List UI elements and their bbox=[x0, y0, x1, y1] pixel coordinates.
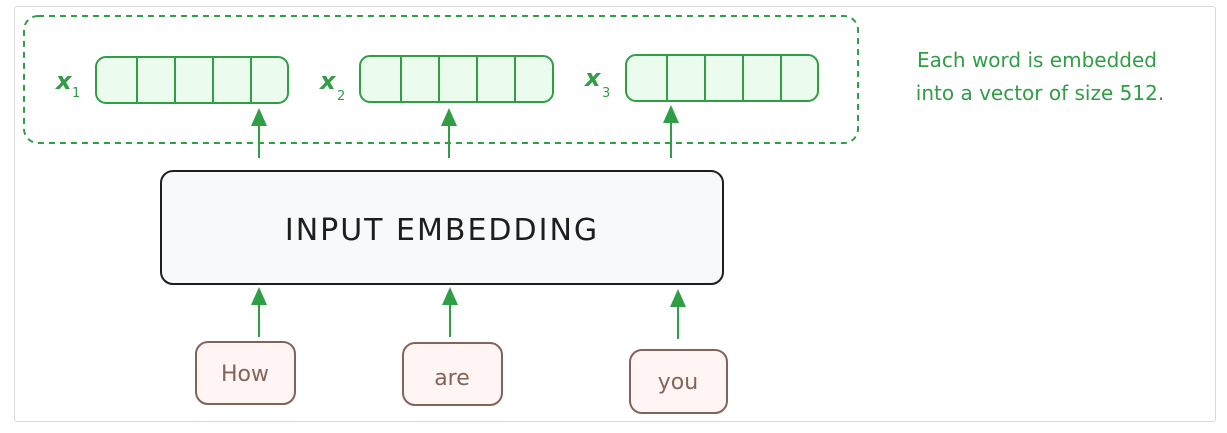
vector-subscript: 1 bbox=[72, 86, 80, 101]
word-box-how: How bbox=[195, 341, 296, 405]
word-box-are: are bbox=[402, 342, 503, 406]
word-box-you: you bbox=[629, 349, 728, 414]
annotation-line-1: Each word is embedded bbox=[917, 48, 1157, 72]
vector-x2: x 2 bbox=[319, 55, 554, 104]
vectors-group-outline bbox=[23, 15, 859, 144]
input-embedding-label: INPUT EMBEDDING bbox=[285, 213, 599, 248]
input-embedding-box: INPUT EMBEDDING bbox=[160, 170, 724, 285]
vector-label: x bbox=[319, 67, 337, 95]
vector-label: x bbox=[584, 64, 602, 92]
vector-cells bbox=[95, 56, 289, 104]
vector-subscript: 2 bbox=[337, 89, 345, 104]
annotation-line-2: into a vector of size 512. bbox=[916, 81, 1164, 105]
vector-x1: x 1 bbox=[55, 56, 289, 104]
word-label: you bbox=[658, 370, 698, 395]
vector-x3: x 3 bbox=[584, 54, 819, 102]
word-label: How bbox=[221, 362, 269, 387]
vector-cells bbox=[359, 55, 554, 103]
vector-cells bbox=[625, 54, 819, 102]
word-label: are bbox=[434, 366, 470, 391]
vector-label: x bbox=[55, 67, 73, 95]
diagram-frame bbox=[14, 6, 1216, 422]
vector-subscript: 3 bbox=[602, 86, 610, 101]
